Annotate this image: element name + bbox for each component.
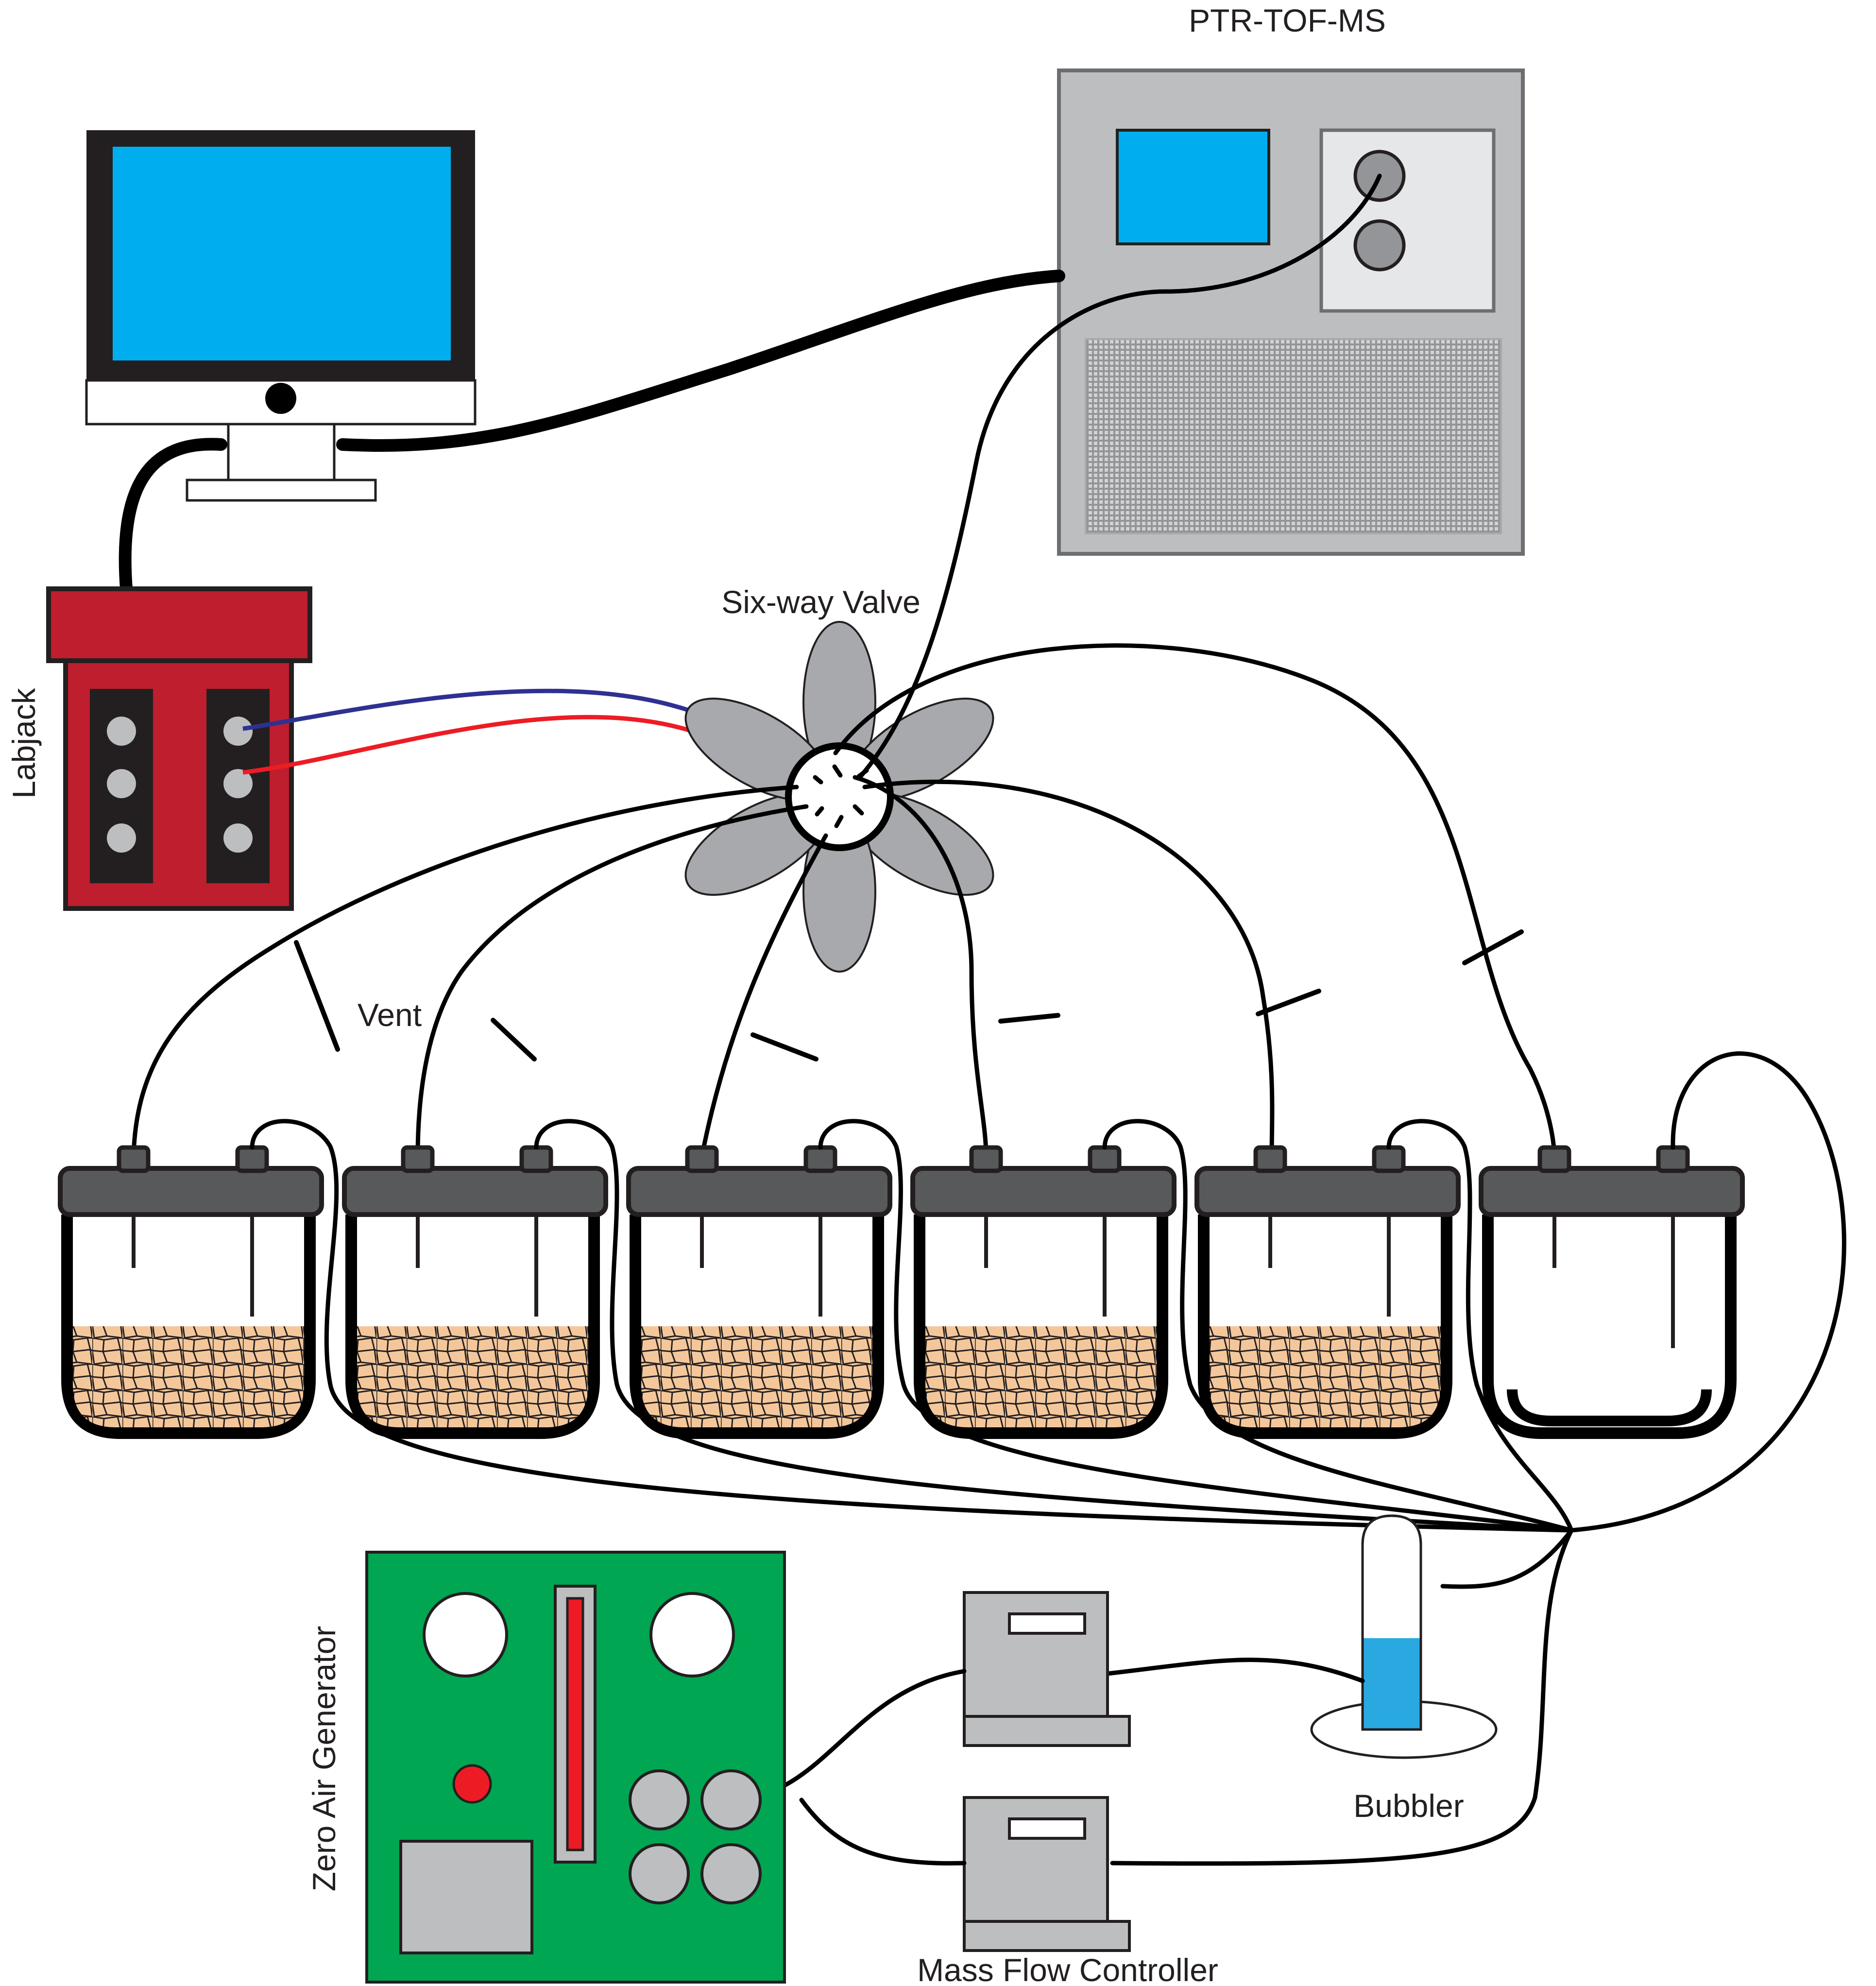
ptr-tof-ms-label: PTR-TOF-MS [1189,2,1386,38]
vent-stub [998,1013,1060,1024]
ptr-vent-grille [1085,338,1502,534]
vent-stub [491,1018,537,1061]
zero-air-gauge [649,1592,735,1678]
jar-port [1088,1145,1122,1173]
jar-lid [58,1166,324,1217]
computer-monitor [85,130,477,502]
labjack-terminal [223,823,253,853]
jar-1 [58,1145,324,1439]
monitor-stand [227,423,336,481]
mass-flow-controller-label: Mass Flow Controller [917,1952,1218,1986]
zero-air-port [629,1769,690,1831]
zero-air-panel [399,1840,533,1954]
bubbler [1310,1514,1498,1759]
labjack-terminal [107,717,136,746]
zero-air-generator [365,1551,786,1984]
vent-stubs [294,929,1524,1061]
jar-port [685,1145,719,1173]
vent-stub [294,940,340,1052]
zero-air-indicator-light [452,1764,492,1804]
monitor-logo [265,383,296,414]
jar-port [1537,1145,1571,1173]
soil-fill [357,1326,588,1427]
ptr-display-screen [1116,129,1270,245]
bubbler-label: Bubbler [1353,1788,1464,1824]
jar-outlet-tubing [250,1051,1846,1533]
zero-air-gauge [423,1592,508,1678]
labjack-terminal [107,823,136,853]
jar-port [1372,1145,1406,1173]
jar-2 [342,1145,608,1439]
jar-lid [1194,1166,1461,1217]
soil-fill [641,1326,872,1427]
labjack-terminal [107,769,136,798]
mfc-display [1008,1612,1086,1635]
jar-lid [342,1166,608,1217]
jar-port [401,1145,435,1173]
soil-fill [73,1326,304,1427]
labjack-terminal [223,717,253,746]
mass-flow-controller-lower [963,1796,1131,1952]
jar-lid [1479,1166,1745,1217]
tube-mfc-to-bubbler [1105,1658,1365,1683]
jar-port [1253,1145,1287,1173]
labjack-terminal [223,769,253,798]
jar-port [519,1145,553,1173]
wire-blue [242,688,700,731]
vent-label: Vent [358,997,422,1033]
jar-5 [1194,1145,1461,1439]
jar-port [1656,1145,1690,1173]
zero-air-port [700,1843,762,1904]
vent-stub [1256,989,1321,1016]
labjack-device [46,586,312,911]
jar-port [969,1145,1003,1173]
monitor-base [186,479,377,502]
jar-lid [910,1166,1177,1217]
tube-manifold-to-mfc-lower [1110,1528,1574,1866]
six-way-valve-label: Six-way Valve [721,584,921,620]
monitor-screen [113,147,451,360]
mass-flow-controller-upper [963,1591,1131,1747]
ptr-inlet-port-lower [1353,219,1406,272]
jar-port [117,1145,151,1173]
mfc-display [1008,1817,1086,1840]
soil-fill [925,1326,1157,1427]
jar-lid [626,1166,892,1217]
tube-manifold-to-bubbler [1440,1528,1574,1589]
wire-red [242,715,700,775]
jar-6-blank [1479,1145,1745,1439]
zero-air-generator-label: Zero Air Generator [306,1626,342,1892]
six-way-valve [684,621,994,973]
jar-3 [626,1145,892,1439]
tube-valve-to-ptr [857,173,1382,780]
vent-stub [750,1032,819,1061]
labjack-label: Labjack [6,687,42,798]
zero-air-port [629,1843,690,1904]
cable-monitor-to-ptr [336,270,1065,452]
cable-monitor-to-labjack [119,438,227,595]
bubbler-water [1364,1638,1420,1729]
zero-air-port [700,1769,762,1831]
vent-stub [1462,929,1524,965]
jar-port [803,1145,837,1173]
jar-4 [910,1145,1177,1439]
tube-zero-air-to-mfc-lower [799,1798,967,1866]
soil-fill [1210,1326,1441,1427]
ptr-tof-ms-instrument [1057,68,1525,556]
jar-port [235,1145,269,1173]
valve-to-jar-tubing [131,643,1557,1159]
